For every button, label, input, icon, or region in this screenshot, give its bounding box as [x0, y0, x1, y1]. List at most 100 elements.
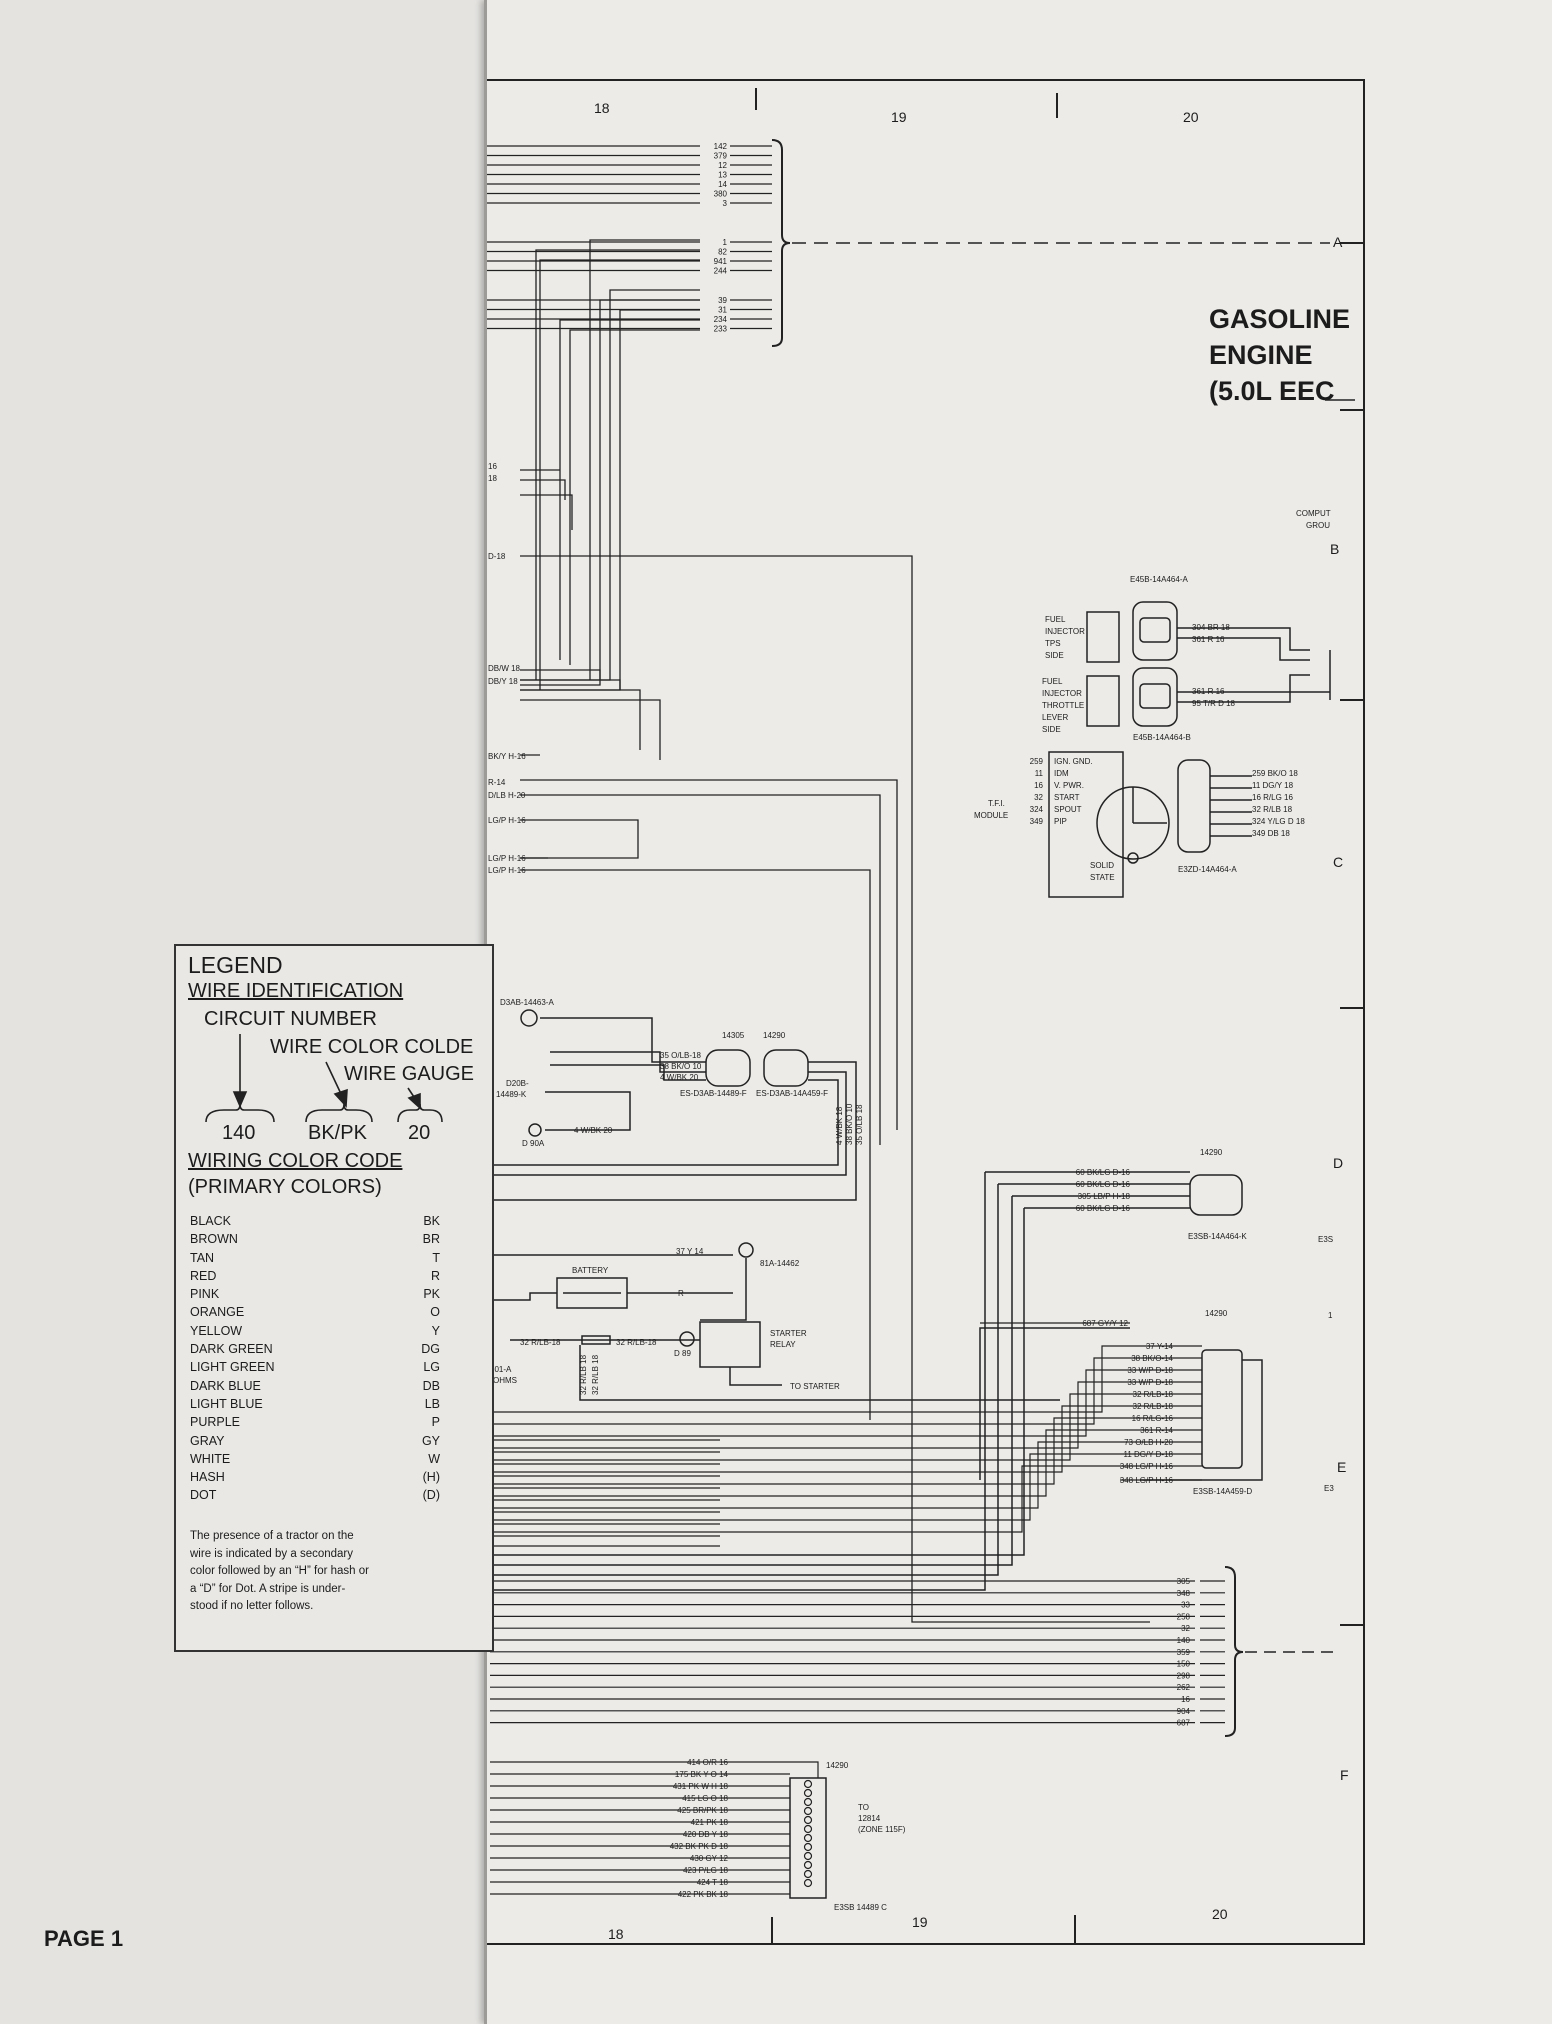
bus-wire-label: 82	[718, 248, 727, 257]
color-code: PK	[423, 1287, 440, 1302]
row-a: A	[1333, 234, 1343, 250]
connector-f-pin	[803, 1806, 813, 1816]
throttle-label: INJECTOR	[1042, 689, 1082, 698]
edge-label: 1	[1328, 1311, 1333, 1320]
example-wire-gauge: 20	[408, 1122, 431, 1144]
throttle-label: LEVER	[1042, 713, 1068, 722]
tfi-function: V. PWR.	[1054, 781, 1084, 790]
battery-wire-label: 32 R/LB-18	[520, 1338, 561, 1347]
color-name: DARK BLUE	[190, 1378, 261, 1393]
tps-label: TPS	[1045, 639, 1061, 648]
color-name: YELLOW	[190, 1323, 243, 1338]
connector-e-wire-label: 37 Y-14	[1146, 1342, 1174, 1351]
color-code: LG	[423, 1360, 440, 1375]
tfi-wire-label: 349 DB 18	[1252, 829, 1290, 838]
connector-f-part: E3SB 14489 C	[834, 1903, 887, 1912]
color-name: PURPLE	[190, 1415, 241, 1430]
top-wire-bus	[487, 145, 772, 330]
mid-wire-label: 35 O/LB-18	[660, 1051, 701, 1060]
color-code: DG	[421, 1342, 440, 1357]
connector-e-wire-label: 38 BK/O-14	[1131, 1354, 1173, 1363]
connector-f-pin	[803, 1869, 813, 1879]
tfi-circuit: 32	[1034, 793, 1043, 802]
bus-bottom-label: 359	[1177, 1648, 1191, 1657]
connector-e-id: 14290	[1205, 1309, 1228, 1318]
bus-wire-label: 3	[723, 199, 728, 208]
connector-f-pin	[803, 1851, 813, 1861]
color-code: Y	[431, 1323, 440, 1338]
mid-wire-label: 4 W/BK 20	[574, 1126, 613, 1135]
tfi-circuit: 11	[1035, 769, 1044, 778]
connector-d-id: 14290	[1200, 1148, 1223, 1157]
connector-f-id: 14290	[826, 1761, 849, 1770]
connector-e-route	[490, 1357, 1120, 1425]
mid-part-label: ES-D3AB-14489-F	[680, 1089, 747, 1098]
color-name: HASH	[190, 1470, 225, 1485]
left-stub-label: D-18	[488, 552, 506, 561]
bus-wire-label: 379	[714, 152, 728, 161]
bus-wire-label: 14	[718, 180, 727, 189]
tfi-wire-label: 259 BK/O 18	[1252, 769, 1298, 778]
color-name: BLACK	[190, 1214, 231, 1228]
injector-part-bottom: E45B-14A464-B	[1133, 733, 1191, 742]
color-code-row: DARK BLUE DB	[190, 1379, 440, 1397]
connector-e-wire-label: 73 O/LB H-20	[1124, 1438, 1173, 1447]
connector-f-wire-label: 415 LG O 18	[682, 1794, 728, 1803]
resistor-label: 601-A	[490, 1365, 512, 1374]
connector-f-pin	[803, 1860, 813, 1870]
connector-e-route	[490, 1393, 1120, 1461]
solid-state-label: STATE	[1090, 873, 1115, 882]
tfi-function: SPOUT	[1054, 805, 1082, 814]
tfi-wire-label: 16 R/LG 16	[1252, 793, 1293, 802]
left-stub-label: R-14	[488, 778, 506, 787]
connector-e-wire-label: 11 DG/Y D-18	[1123, 1450, 1173, 1459]
col-18-bottom: 18	[608, 1926, 624, 1942]
connector-d-wire-label: 305 LB/P H-18	[1078, 1192, 1131, 1201]
bus-wire-label: 1	[723, 238, 728, 247]
connector-f-to: 12814	[858, 1814, 881, 1823]
col-19-bottom: 19	[912, 1914, 928, 1930]
color-name: PINK	[190, 1287, 220, 1302]
left-stub-label: LG/P H-16	[488, 816, 526, 825]
d20b-label: 14489-K	[496, 1090, 527, 1099]
connector-e-wire-label: 348 LG/P H-16	[1120, 1462, 1174, 1471]
connector-f-pin	[803, 1824, 813, 1834]
connector-f-pin	[803, 1878, 813, 1888]
primary-colors-label: (PRIMARY COLORS)	[188, 1176, 382, 1198]
connector-e-wire-label: 16 R/LG-16	[1132, 1414, 1174, 1423]
mid-part-label: ES-D3AB-14A459-F	[756, 1089, 828, 1098]
bus-wire-label: 31	[718, 306, 727, 315]
connector-d-part: E3SB-14A464-K	[1188, 1232, 1247, 1241]
battery-wire-label: 32 R/LB-18	[616, 1338, 657, 1347]
mid-wire-label: 4 W/BK 20	[660, 1073, 699, 1082]
bus-wire-label: 941	[714, 257, 728, 266]
connector-f-to: (ZONE 115F)	[858, 1825, 906, 1834]
connector-f-pin	[803, 1842, 813, 1852]
injector-part-top: E45B-14A464-A	[1130, 575, 1188, 584]
mid-wire-label: 38 BK/O 10	[660, 1062, 702, 1071]
color-name: GRAY	[190, 1433, 225, 1448]
connector-f-wire-label: 430 GY 12	[690, 1854, 729, 1863]
connector-e-wire-label: 32 R/LB-18	[1133, 1402, 1174, 1411]
legend-note: The presence of a tractor on the wire is…	[190, 1530, 369, 1612]
color-code: LB	[424, 1396, 440, 1411]
page-number: PAGE 1	[44, 1926, 124, 1951]
bus-wire-label: 233	[714, 325, 728, 334]
tfi-module-label: T.F.I.	[988, 799, 1005, 808]
tps-label: INJECTOR	[1045, 627, 1085, 636]
tfi-function: PIP	[1054, 817, 1067, 826]
throttle-label: FUEL	[1042, 677, 1063, 686]
tfi-connector-part: E3ZD-14A464-A	[1178, 865, 1237, 874]
color-code: BR	[422, 1232, 440, 1247]
title-line-1: GASOLINE	[1209, 304, 1350, 334]
color-code: DB	[422, 1378, 440, 1393]
battery-wire-label: 37 Y 14	[676, 1247, 704, 1256]
col-20-bottom: 20	[1212, 1906, 1228, 1922]
bus-bottom-label: 305	[1177, 1577, 1191, 1586]
wire-identification-heading: WIRE IDENTIFICATION	[188, 980, 404, 1002]
d3ab-label: D3AB-14463-A	[500, 998, 554, 1007]
bus-wire-label: 39	[718, 296, 727, 305]
